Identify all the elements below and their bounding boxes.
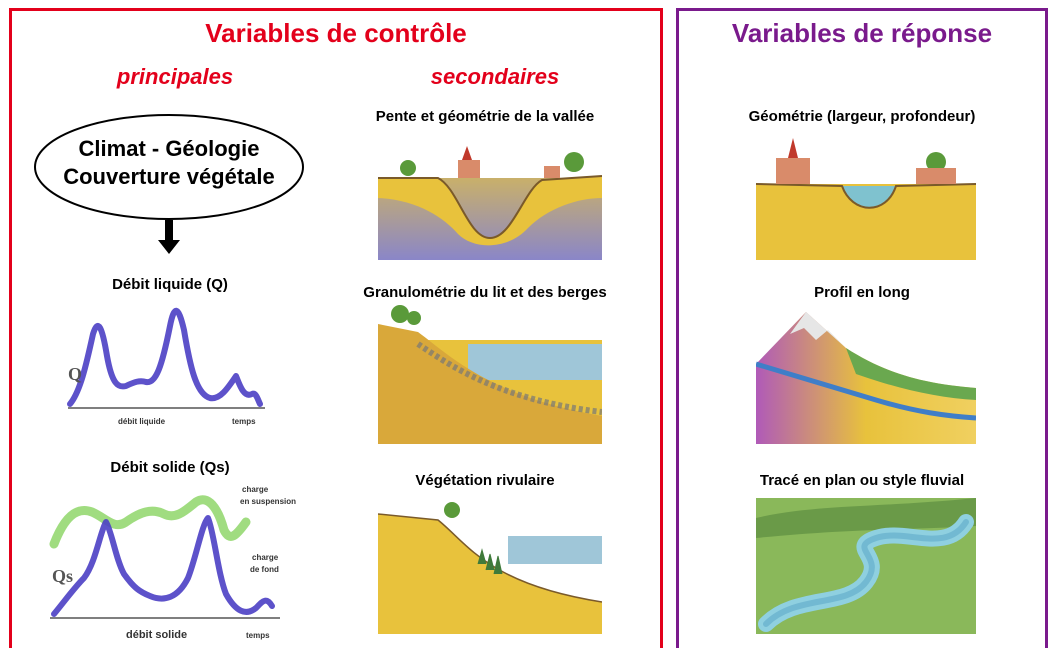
granulometry-illustration — [378, 304, 602, 444]
control-title: Variables de contrôle — [205, 18, 467, 48]
geometrie-caption: Géométrie (largeur, profondeur) — [748, 108, 976, 125]
charge-fond-1: charge — [252, 553, 279, 562]
ellipse-line-2: Couverture végétale — [63, 164, 275, 189]
pente-caption: Pente et géométrie de la vallée — [375, 108, 595, 125]
qs-temps: temps — [246, 631, 270, 640]
response-title: Variables de réponse — [731, 18, 993, 48]
climate-ellipse: Climat - Géologie Couverture végétale — [33, 113, 305, 221]
granulo-caption: Granulométrie du lit et des berges — [363, 284, 607, 301]
valley-slope-illustration — [378, 138, 602, 260]
ellipse-line-1: Climat - Géologie — [78, 136, 260, 161]
vegetation-caption: Végétation rivulaire — [415, 472, 555, 489]
planform-style-illustration — [756, 498, 976, 634]
riparian-vegetation-illustration — [378, 494, 602, 634]
q-xlabel: débit liquide — [118, 417, 166, 426]
channel-geometry-illustration — [756, 128, 976, 260]
long-profile-illustration — [756, 304, 976, 444]
qs-xlabel: débit solide — [126, 629, 187, 641]
charge-suspension-2: en suspension — [240, 497, 296, 506]
primary-label: principales — [116, 64, 234, 89]
response-variables-panel — [676, 8, 1048, 648]
debit-liquide-label: Débit liquide (Q) — [112, 276, 228, 293]
down-arrow-icon — [158, 220, 180, 256]
q-temps: temps — [232, 417, 256, 426]
q-axis-label: Q — [68, 364, 82, 384]
profil-caption: Profil en long — [814, 284, 910, 301]
control-variables-panel — [9, 8, 663, 648]
solid-discharge-hydrograph: Qs débit solide temps charge en suspensi… — [40, 478, 310, 644]
secondary-label: secondaires — [430, 64, 560, 89]
qs-axis-label: Qs — [52, 566, 73, 586]
trace-caption: Tracé en plan ou style fluvial — [759, 472, 965, 489]
charge-suspension-1: charge — [242, 485, 269, 494]
charge-fond-2: de fond — [250, 565, 279, 574]
liquid-discharge-hydrograph: Q débit liquide temps — [60, 296, 270, 436]
debit-solide-label: Débit solide (Qs) — [110, 459, 230, 476]
